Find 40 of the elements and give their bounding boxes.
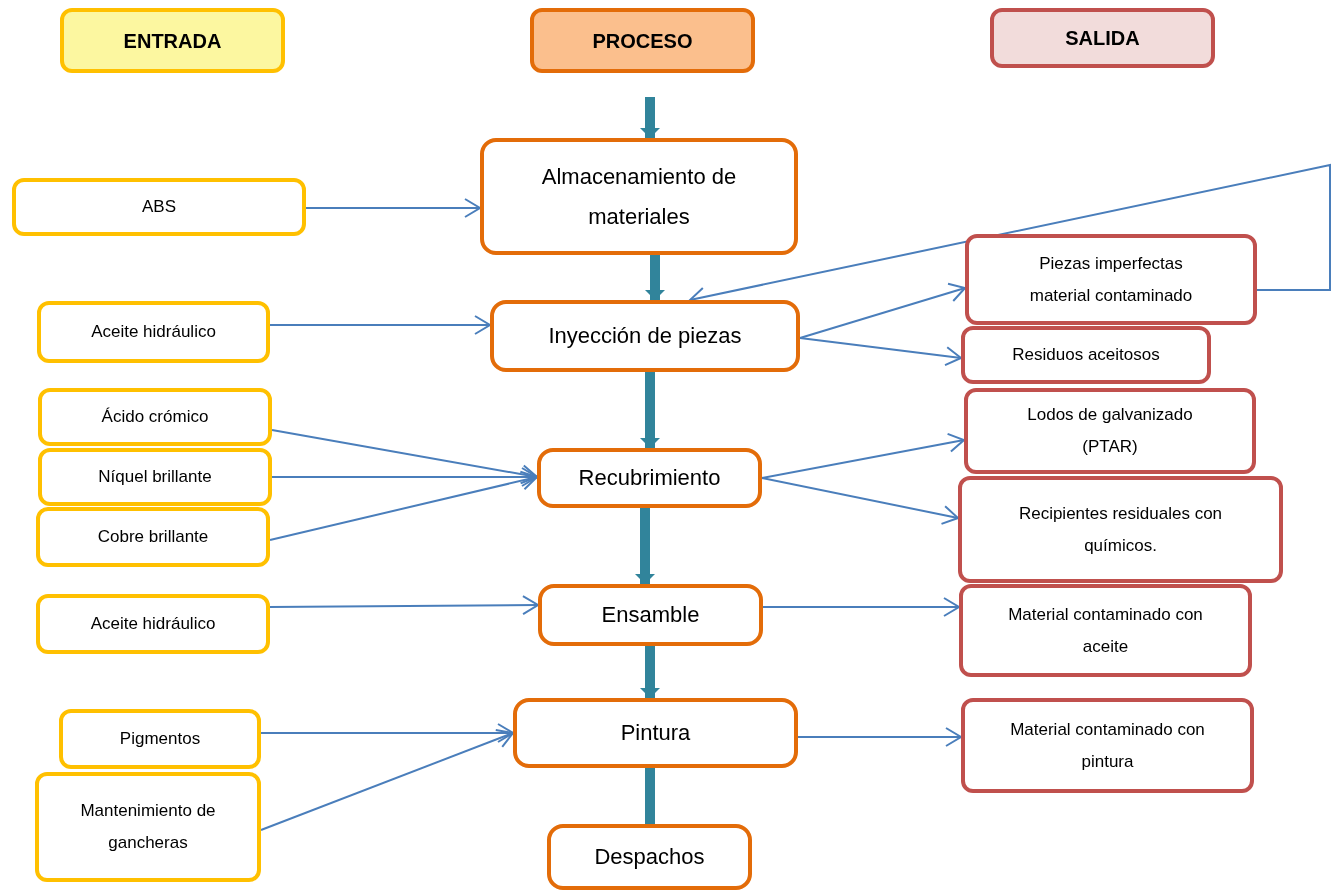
arrow <box>799 337 962 367</box>
column-header: ENTRADA <box>60 8 285 73</box>
arrow <box>635 508 655 584</box>
arrow <box>797 727 962 747</box>
input-box: ABS <box>12 178 306 236</box>
arrow <box>269 470 538 541</box>
arrow <box>271 429 538 485</box>
input-box: Pigmentos <box>59 709 261 769</box>
process-box: Pintura <box>513 698 798 768</box>
process-box: Ensamble <box>538 584 763 646</box>
arrow <box>640 372 660 448</box>
output-box: Material contaminado con aceite <box>959 584 1252 677</box>
output-box: Residuos aceitosos <box>961 326 1211 384</box>
input-box: Mantenimiento de gancheras <box>35 772 261 882</box>
arrow <box>762 597 960 617</box>
arrow <box>640 97 660 138</box>
process-box: Almacenamiento de materiales <box>480 138 798 255</box>
process-box: Inyección de piezas <box>490 300 800 372</box>
arrow <box>305 198 481 218</box>
column-header: SALIDA <box>990 8 1215 68</box>
output-box: Material contaminado con pintura <box>961 698 1254 793</box>
output-box: Piezas imperfectas material contaminado <box>965 234 1257 325</box>
input-box: Aceite hidráulico <box>36 594 270 654</box>
input-box: Cobre brillante <box>36 507 270 567</box>
input-box: Níquel brillante <box>38 448 272 506</box>
arrow <box>761 477 959 525</box>
process-box: Recubrimiento <box>537 448 762 508</box>
arrow <box>645 255 665 300</box>
input-box: Aceite hidráulico <box>37 301 270 363</box>
arrow <box>260 723 514 743</box>
arrow <box>269 595 539 616</box>
process-box: Despachos <box>547 824 752 890</box>
arrow <box>269 315 491 335</box>
arrow <box>260 729 514 831</box>
arrow <box>799 282 966 339</box>
column-header: PROCESO <box>530 8 755 73</box>
output-box: Lodos de galvanizado (PTAR) <box>964 388 1256 474</box>
input-box: Ácido crómico <box>38 388 272 446</box>
arrow <box>640 646 660 698</box>
output-box: Recipientes residuales con químicos. <box>958 476 1283 583</box>
